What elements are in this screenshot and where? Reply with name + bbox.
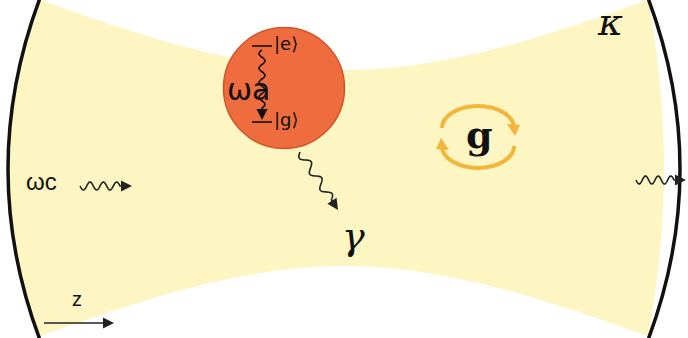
axis-arrow: [44, 322, 104, 324]
drive-wave: [80, 182, 126, 190]
cavity-loss-wave-head: [675, 175, 686, 186]
beam: [8, 0, 664, 336]
cavity-loss-wave: [636, 176, 680, 184]
atom-frequency: ωa: [227, 72, 271, 107]
atom-loss-wave-head: [327, 198, 338, 210]
axis-label: z: [72, 288, 82, 311]
cavity-decay: κ: [598, 0, 623, 44]
exchange-head: [507, 124, 520, 136]
axis-head: [103, 318, 114, 329]
atom-decay: γ: [342, 214, 365, 258]
exchange-head: [436, 138, 449, 150]
ground-state: |g⟩: [274, 109, 299, 130]
atom-loss-wave: [299, 152, 335, 205]
drive-wave-head: [121, 181, 132, 192]
emission-wave-head: [257, 109, 268, 120]
atom: [224, 28, 345, 149]
cavity-frequency: ωc: [26, 168, 57, 196]
ground-level: [252, 121, 272, 123]
excited-level: [252, 45, 272, 47]
excited-state: |e⟩: [274, 33, 298, 54]
right-mirror: [648, 0, 680, 338]
atom-circle: ωa|e⟩ |g⟩: [222, 26, 346, 150]
coupling-label: g: [466, 112, 493, 157]
